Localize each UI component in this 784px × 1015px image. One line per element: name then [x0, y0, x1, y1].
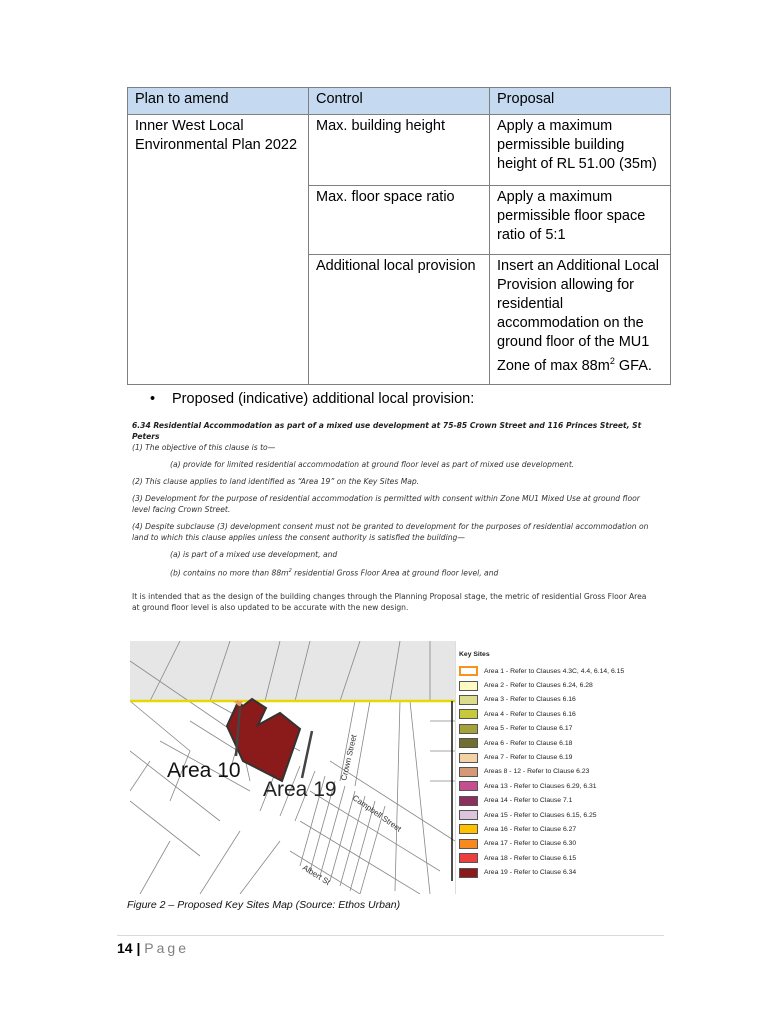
- legend-swatch: [459, 752, 478, 763]
- legend-title: Key Sites: [459, 651, 490, 658]
- shaded-area: [130, 641, 455, 701]
- legend-item: Area 1 - Refer to Clauses 4.3C, 4.4, 6.1…: [459, 664, 656, 678]
- legend-item: Area 4 - Refer to Clauses 6.16: [459, 707, 656, 721]
- header-plan: Plan to amend: [127, 87, 309, 115]
- clause-p4a: (a) is part of a mixed use development, …: [170, 550, 338, 559]
- legend-items: Area 1 - Refer to Clauses 4.3C, 4.4, 6.1…: [456, 664, 656, 880]
- legend-item: Area 13 - Refer to Clauses 6.29, 6.31: [459, 779, 656, 793]
- proposal-text-end: GFA.: [614, 357, 652, 374]
- clause-p4b: (b) contains no more than 88m2 residenti…: [132, 566, 652, 579]
- legend-item: Area 19 - Refer to Clause 6.34: [459, 865, 656, 879]
- legend-label: Area 3 - Refer to Clauses 6.16: [484, 696, 576, 704]
- map-drawing: Area 10 Area 19 Crown Street Campbell St…: [130, 641, 455, 894]
- proposal-text: Insert an Additional Local Provision all…: [497, 258, 660, 374]
- clause-p1: (1) The objective of this clause is to—: [132, 443, 276, 452]
- legend-swatch: [459, 810, 478, 821]
- clause-p1a: (a) provide for limited residential acco…: [170, 460, 575, 469]
- table-header-row: Plan to amend Control Proposal: [127, 87, 671, 115]
- legend-item: Area 14 - Refer to Clause 7.1: [459, 794, 656, 808]
- legend-label: Area 19 - Refer to Clause 6.34: [484, 869, 577, 877]
- legend-item: Area 2 - Refer to Clauses 6.24, 6.28: [459, 678, 656, 692]
- legend-item: Area 7 - Refer to Clause 6.19: [459, 750, 656, 764]
- legend-swatch: [459, 853, 478, 864]
- legend-swatch: [459, 738, 478, 749]
- area-19-label: Area 19: [263, 778, 337, 801]
- table-row: Additional local provision Insert an Add…: [128, 254, 671, 385]
- legend-item: Areas 8 - 12 - Refer to Clause 6.23: [459, 765, 656, 779]
- legend-label: Area 13 - Refer to Clauses 6.29, 6.31: [484, 782, 597, 790]
- legend-swatch: [459, 795, 478, 806]
- legend-item: Area 15 - Refer to Clauses 6.15, 6.25: [459, 808, 656, 822]
- plan-cell: Inner West Local Environmental Plan 2022: [127, 114, 309, 385]
- table-row: Max. floor space ratio Apply a maximum p…: [128, 185, 671, 255]
- control-cell: Additional local provision: [308, 254, 490, 385]
- legend-label: Areas 8 - 12 - Refer to Clause 6.23: [484, 768, 590, 776]
- legend-label: Area 17 - Refer to Clause 6.30: [484, 840, 577, 848]
- area-10-leader: [234, 705, 242, 757]
- p4b-text: (b) contains no more than 88m: [170, 568, 289, 578]
- legend-label: Area 18 - Refer to Clause 6.15: [484, 854, 577, 862]
- legend-item: Area 3 - Refer to Clauses 6.16: [459, 693, 656, 707]
- clause-p2: (2) This clause applies to land identifi…: [132, 477, 420, 486]
- legend-label: Area 14 - Refer to Clause 7.1: [484, 797, 573, 805]
- area-19-leader: [300, 730, 314, 779]
- clause-p3: (3) Development for the purpose of resid…: [132, 494, 640, 514]
- amendment-table: Plan to amend Control Proposal Inner Wes…: [127, 87, 671, 385]
- legend-item: Area 17 - Refer to Clause 6.30: [459, 837, 656, 851]
- header-proposal: Proposal: [489, 87, 671, 115]
- legend-label: Area 15 - Refer to Clauses 6.15, 6.25: [484, 811, 597, 819]
- legend-item: Area 6 - Refer to Clause 6.18: [459, 736, 656, 750]
- clause-image: 6.34 Residential Accommodation as part o…: [132, 420, 652, 619]
- bullet-text: Proposed (indicative) additional local p…: [172, 391, 475, 407]
- legend-label: Area 5 - Refer to Clause 6.17: [484, 725, 573, 733]
- bullet-icon: •: [150, 391, 156, 407]
- proposal-cell: Apply a maximum permissible floor space …: [489, 185, 671, 255]
- header-control: Control: [308, 87, 490, 115]
- legend-swatch: [459, 680, 478, 691]
- clause-p4: (4) Despite subclause (3) development co…: [132, 522, 649, 542]
- table-row: Inner West Local Environmental Plan 2022…: [127, 114, 671, 385]
- page-label: Page: [144, 940, 189, 956]
- legend-item: Area 18 - Refer to Clause 6.15: [459, 851, 656, 865]
- legend-swatch: [459, 723, 478, 734]
- campbell-street-label: Campbell Street: [351, 793, 404, 834]
- proposal-cell: Apply a maximum permissible building hei…: [489, 114, 671, 186]
- legend-swatch: [459, 709, 478, 720]
- bullet-item: • Proposed (indicative) additional local …: [150, 391, 474, 407]
- legend-item: Area 5 - Refer to Clause 6.17: [459, 722, 656, 736]
- legend-swatch: [459, 666, 478, 677]
- legend-label: Area 2 - Refer to Clauses 6.24, 6.28: [484, 682, 593, 690]
- legend-item: Area 16 - Refer to Clause 6.27: [459, 822, 656, 836]
- proposal-cell: Insert an Additional Local Provision all…: [489, 254, 671, 385]
- legend-swatch: [459, 766, 478, 777]
- legend-swatch: [459, 824, 478, 835]
- legend-label: Area 7 - Refer to Clause 6.19: [484, 754, 573, 762]
- clause-heading: 6.34 Residential Accommodation as part o…: [132, 421, 642, 441]
- page-number: 14: [117, 940, 133, 956]
- area-10-parcel: [233, 701, 243, 707]
- legend-label: Area 4 - Refer to Clauses 6.16: [484, 710, 576, 718]
- p4b-text-end: residential Gross Floor Area at ground f…: [291, 568, 499, 578]
- legend-swatch: [459, 781, 478, 792]
- control-cell: Max. building height: [308, 114, 490, 186]
- figure-caption: Figure 2 – Proposed Key Sites Map (Sourc…: [127, 899, 401, 911]
- page-footer: 14 | Page: [117, 935, 664, 956]
- map-legend: Key Sites Area 1 - Refer to Clauses 4.3C…: [455, 641, 656, 894]
- legend-label: Area 16 - Refer to Clause 6.27: [484, 825, 577, 833]
- superscript: 2: [288, 568, 292, 574]
- footer-separator: |: [132, 940, 145, 956]
- legend-swatch: [459, 838, 478, 849]
- superscript: 2: [609, 356, 615, 366]
- legend-label: Area 1 - Refer to Clauses 4.3C, 4.4, 6.1…: [484, 667, 625, 675]
- legend-swatch: [459, 694, 478, 705]
- area-10-label: Area 10: [167, 759, 241, 782]
- legend-swatch: [459, 867, 478, 878]
- crown-street-label: Crown Street: [339, 733, 358, 781]
- control-cell: Max. floor space ratio: [308, 185, 490, 255]
- key-sites-map: Area 10 Area 19 Crown Street Campbell St…: [130, 641, 455, 894]
- clause-note: It is intended that as the design of the…: [132, 591, 647, 612]
- legend-label: Area 6 - Refer to Clause 6.18: [484, 739, 573, 747]
- albert-street-label: Albert St: [301, 863, 332, 887]
